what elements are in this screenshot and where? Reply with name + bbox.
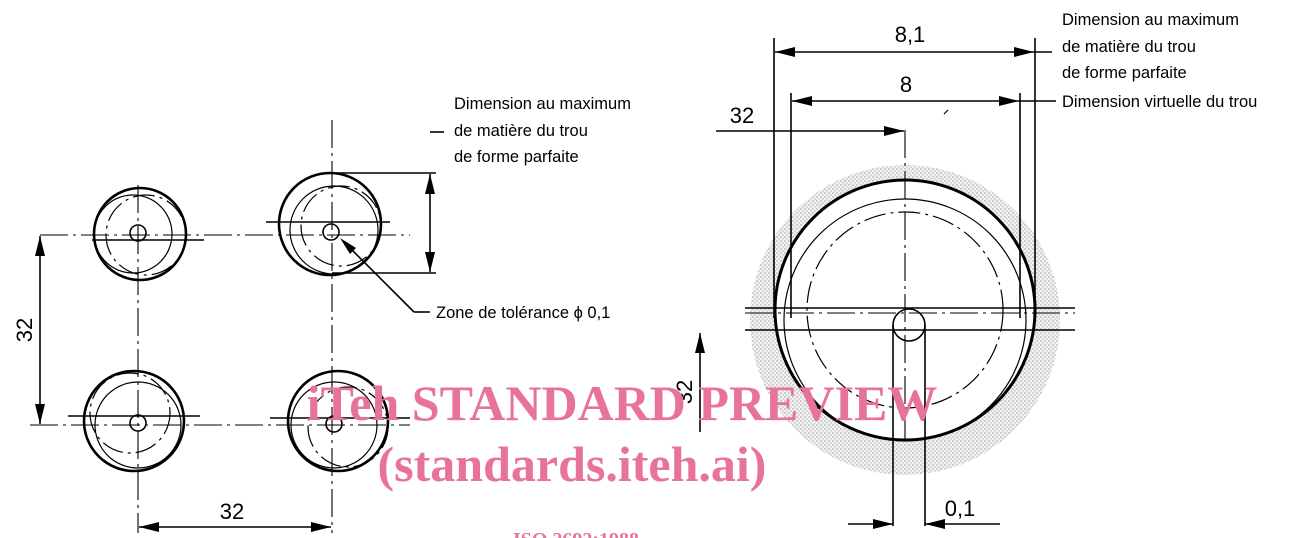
hole-top-right: [266, 171, 390, 277]
leader-tolerance-zone: Zone de tolérance ϕ 0,1: [340, 238, 610, 322]
watermark-title: iTeh STANDARD PREVIEW: [307, 375, 938, 431]
dimension-right-vertical-32: 32: [672, 333, 705, 432]
note-tolerance-zone: Zone de tolérance ϕ 0,1: [436, 304, 610, 322]
dimension-label-horizontal: 32: [220, 499, 244, 524]
dimension-max-material: Dimension au maximum de matière du trou …: [332, 95, 631, 274]
note-max-material-line2: de matière du trou: [454, 122, 588, 140]
left-view: 32 32 Dimension au maximum de matière du…: [12, 95, 631, 533]
dimension-horizontal-32: 32: [139, 499, 331, 532]
hole-top-left: [92, 186, 204, 282]
note-right-max-material-line1: Dimension au maximum: [1062, 11, 1239, 29]
dimension-0-1: 0,1: [848, 496, 1000, 529]
note-right-max-material-line3: de forme parfaite: [1062, 64, 1187, 82]
dimension-right-horizontal-32: 32: [716, 103, 904, 136]
watermark: iTeh STANDARD PREVIEW (standards.iteh.ai…: [307, 375, 938, 538]
hole-bottom-right: [270, 369, 410, 473]
note-right-max-material-line2: de matière du trou: [1062, 38, 1196, 56]
note-virtual: Dimension virtuelle du trou: [1062, 93, 1257, 111]
dimension-vertical-32: 32: [12, 236, 45, 424]
dimension-label-vertical: 32: [12, 318, 37, 342]
dimension-8: 8 Dimension virtuelle du trou: [792, 72, 1257, 115]
note-max-material-line3: de forme parfaite: [454, 148, 579, 166]
right-view: 8,1 Dimension au maximum de matière du t…: [672, 11, 1257, 529]
dimension-label-right-vertical: 32: [672, 380, 697, 404]
watermark-url: (standards.iteh.ai): [378, 436, 767, 492]
dimension-label-0-1: 0,1: [945, 496, 976, 521]
watermark-standard: ISO 2692:1988: [513, 529, 639, 538]
hole-bottom-left: [68, 369, 200, 473]
dimension-label-right-horizontal: 32: [730, 103, 754, 128]
note-max-material-line1: Dimension au maximum: [454, 95, 631, 113]
dimension-label-8-1: 8,1: [895, 22, 926, 47]
dimension-8-1: 8,1 Dimension au maximum de matière du t…: [775, 11, 1239, 82]
dimension-label-8: 8: [900, 72, 912, 97]
